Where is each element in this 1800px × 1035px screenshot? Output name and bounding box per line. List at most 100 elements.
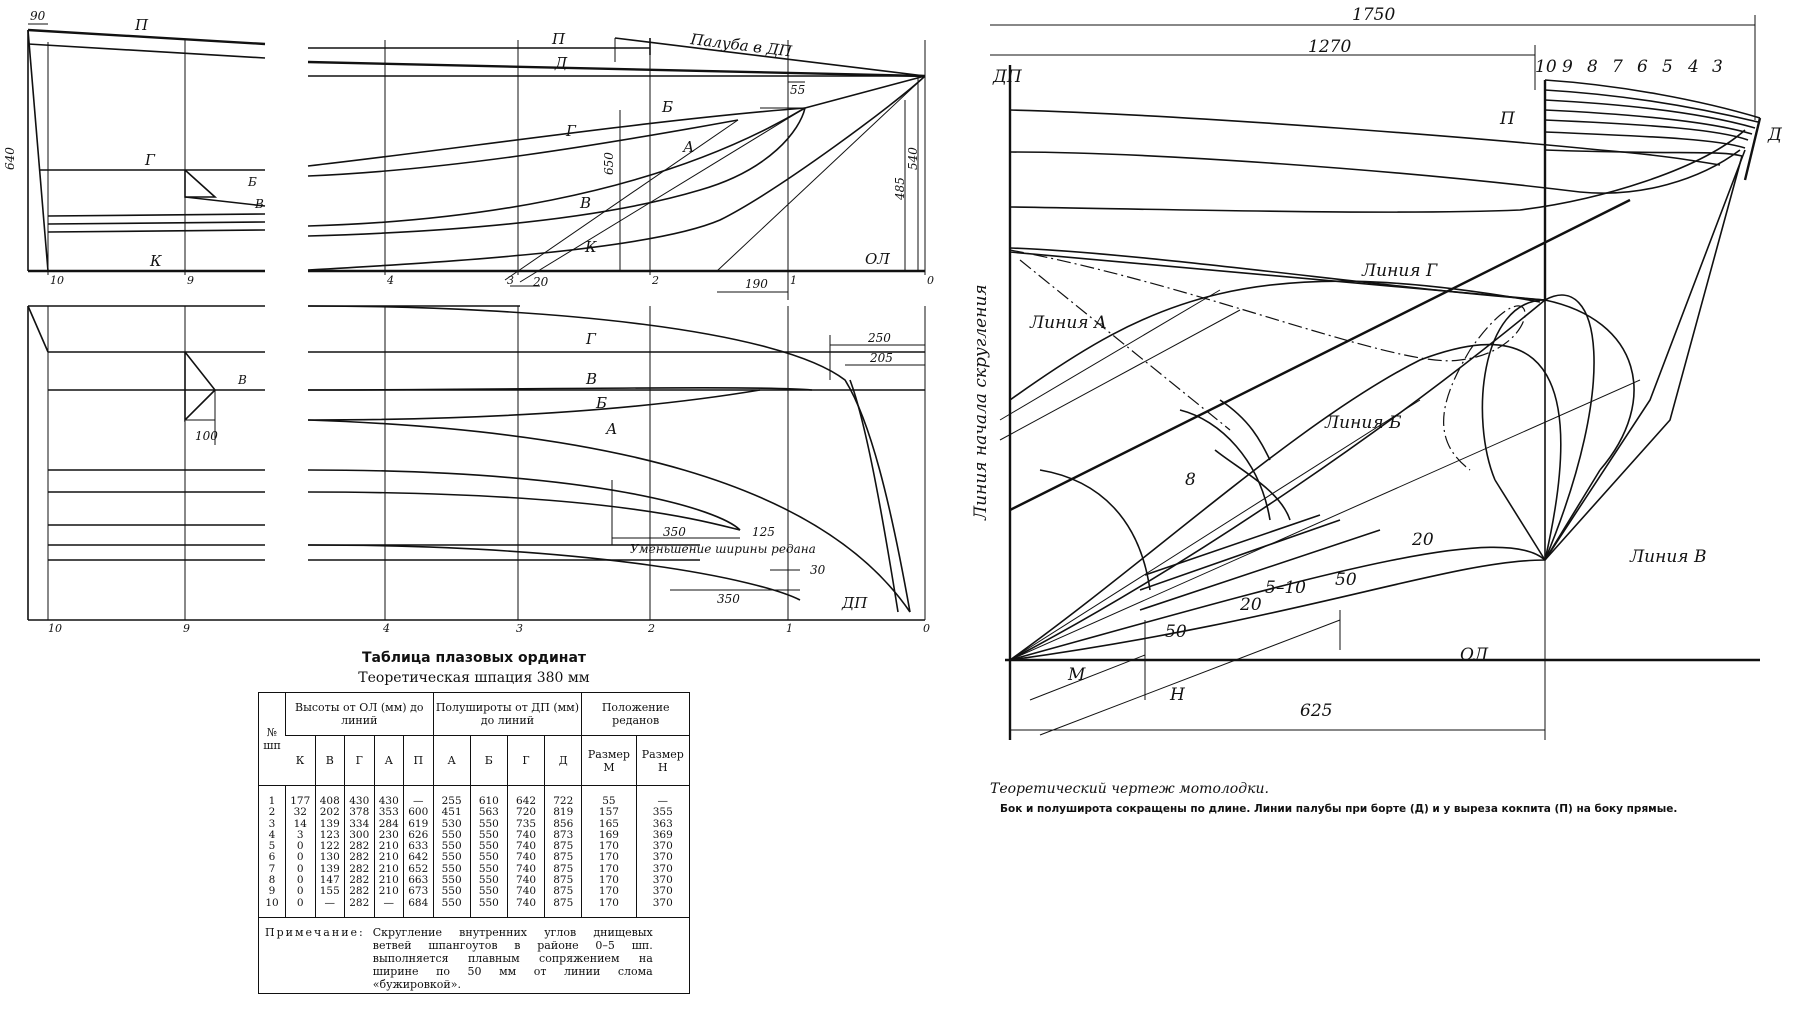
left-labels: 90 П 640 Г Б В К 10 9 4 3 2 1 0 П Д Палу…	[3, 9, 934, 635]
table-cell: 740	[516, 896, 537, 909]
half-breadth-view	[27, 305, 926, 621]
label-line-b: Линия Б	[1324, 413, 1402, 433]
table-cell: 684	[408, 896, 429, 909]
table-cell: 530	[441, 817, 462, 830]
station-0-top: 0	[927, 274, 934, 287]
table-cell: 875	[553, 851, 574, 864]
right-labels: 1750 1270 ДП П Д Линия Г Линия А Линия Б…	[971, 5, 1783, 721]
table-cell: 130	[319, 851, 340, 864]
offsets-table: № шп Высоты от ОЛ (мм) до линий Полуширo…	[259, 693, 689, 917]
col-k: К	[285, 735, 315, 786]
table-cell: 600	[408, 806, 429, 819]
label-ol-right: ОЛ	[1460, 645, 1489, 665]
table-cell: 550	[478, 840, 499, 853]
label-d-right: Д	[1767, 125, 1783, 145]
label-p-stern: П	[134, 16, 149, 34]
table-cell: 875	[553, 874, 574, 887]
label-b-plan: Б	[595, 394, 607, 412]
label-g-plan: Г	[585, 330, 597, 348]
table-cell: 353	[378, 806, 399, 819]
station-3-top: 3	[507, 274, 514, 287]
top-frame-6: 6	[1637, 57, 1648, 77]
table-cell: 363	[652, 817, 673, 830]
dim-650: 650	[602, 152, 616, 175]
label-d-bow: Д	[554, 54, 568, 72]
table-cell: 300	[349, 828, 370, 841]
table-cell: 122	[319, 840, 340, 853]
table-subtitle: Теоретическая шпация 380 мм	[358, 670, 590, 686]
table-cell: 210	[378, 862, 399, 875]
dim-20: 20	[532, 275, 549, 289]
table-cell: 550	[478, 862, 499, 875]
table-cell: 202	[319, 806, 340, 819]
table-cell: 875	[553, 840, 574, 853]
col-num: № шп	[259, 693, 286, 786]
station-10-bot: 10	[48, 622, 62, 635]
table-cell: 170	[598, 885, 619, 898]
table-cell: 550	[441, 874, 462, 887]
table-cell: 3	[268, 817, 276, 830]
col-b: Б	[469, 735, 508, 786]
label-b-stern: Б	[247, 175, 257, 189]
table-cell: 32	[293, 806, 307, 819]
table-cell: 740	[516, 851, 537, 864]
table-cell: —	[657, 795, 669, 807]
dim-205: 205	[869, 351, 893, 365]
table-cell: 165	[598, 817, 619, 830]
dim-55: 55	[790, 83, 805, 97]
table-cell: —	[383, 896, 395, 909]
dim-350b: 350	[717, 592, 740, 606]
table-cell: 550	[478, 828, 499, 841]
table-cell: 139	[319, 862, 340, 875]
station-9-top: 9	[187, 274, 194, 287]
dim-1270: 1270	[1308, 37, 1351, 57]
label-reduction: Уменьшение ширины редана	[630, 542, 816, 556]
table-cell: 370	[652, 874, 673, 887]
table-cell: 0	[296, 851, 304, 864]
table-cell: 210	[378, 840, 399, 853]
label-m: М	[1067, 665, 1086, 685]
table-cell: 735	[516, 817, 537, 830]
table-cell: 3	[296, 828, 304, 841]
dim-190: 190	[745, 277, 768, 291]
table-cell: 370	[652, 851, 673, 864]
col-n: Размер Н	[635, 735, 689, 786]
table-cell: 550	[478, 885, 499, 898]
table-cell: 255	[441, 795, 462, 807]
table-cell: 722	[553, 795, 574, 807]
table-cell: 652	[408, 862, 429, 875]
table-cell: 740	[516, 885, 537, 898]
offsets-table-block: Таблица плазовых ординат Теоретическая ш…	[258, 650, 690, 994]
table-cell: —	[324, 896, 336, 909]
table-cell: 282	[349, 862, 370, 875]
label-v-plan: В	[585, 370, 597, 388]
table-cell: 563	[478, 806, 499, 819]
label-line-a: Линия А	[1029, 313, 1107, 333]
dim-90: 90	[30, 9, 46, 23]
col-m: Размер М	[581, 735, 637, 786]
dim-5-10: 5–10	[1265, 578, 1306, 598]
caption-title: Теоретический чертеж мотолодки.	[990, 781, 1269, 797]
table-cell: 642	[408, 851, 429, 864]
table-cell: 856	[553, 817, 574, 830]
table-cell: 210	[378, 851, 399, 864]
table-cell: 282	[349, 896, 370, 909]
table-cell: 170	[598, 862, 619, 875]
table-cell: 369	[652, 828, 673, 841]
table-cell: 0	[296, 885, 304, 898]
label-v-stern: В	[254, 197, 264, 211]
station-4-top: 4	[386, 274, 394, 287]
top-frame-5: 5	[1662, 57, 1673, 77]
table-cell: 550	[441, 885, 462, 898]
label-a-plan: А	[605, 420, 617, 438]
table-cell: 0	[296, 862, 304, 875]
table-cell: 355	[652, 806, 673, 819]
table-cell: 8	[268, 874, 276, 887]
table-cell: 673	[408, 885, 429, 898]
top-frame-8: 8	[1587, 57, 1598, 77]
dim-20a: 20	[1411, 530, 1434, 550]
table-cell: 9	[268, 885, 276, 898]
